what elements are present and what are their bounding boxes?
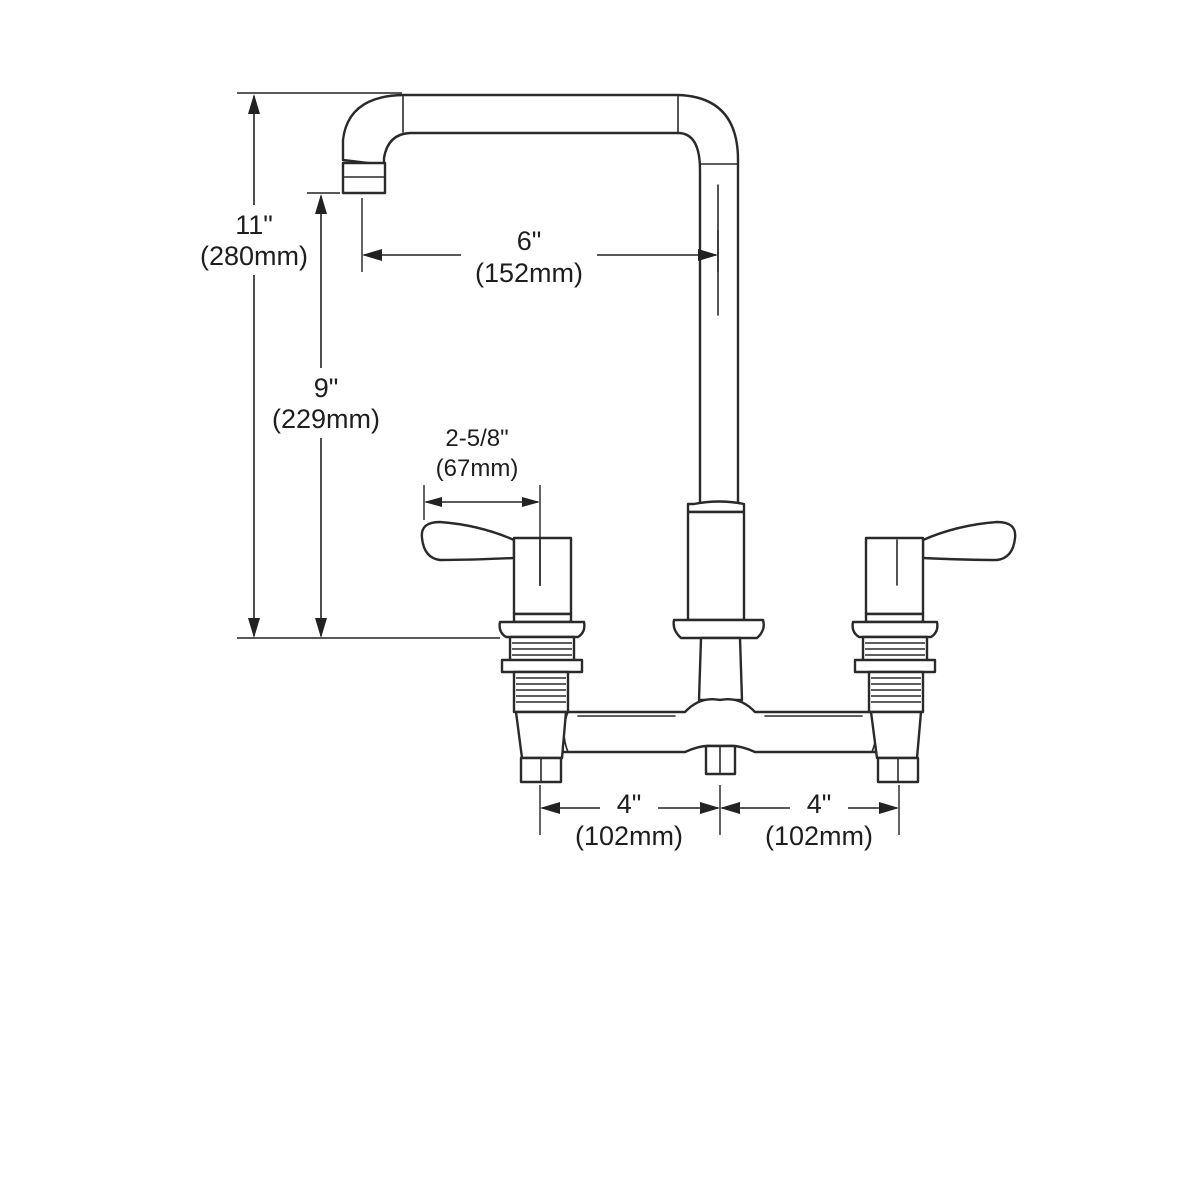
handle-length-metric: (67mm) [436, 455, 519, 482]
spout-height-imperial: 9" [314, 373, 339, 403]
left-handle-valve [420, 520, 586, 784]
spout-reach-dimension: 6" (152mm) [362, 226, 718, 288]
left-spacing-metric: (102mm) [575, 821, 683, 851]
right-lever-handle [921, 520, 1017, 562]
spout-reach-imperial: 6" [517, 226, 542, 256]
spout-height-metric: (229mm) [272, 404, 380, 434]
left-spacing-imperial: 4" [617, 789, 642, 819]
overall-height-imperial: 11" [235, 210, 273, 240]
overall-height-dimension: 11" (280mm) [190, 94, 318, 638]
spout-reach-metric: (152mm) [475, 258, 583, 288]
aerator [341, 161, 387, 195]
right-spacing-dimension: 4" (102mm) [720, 788, 899, 851]
right-handle-valve [851, 520, 1017, 784]
handle-length-imperial: 2-5/8" [445, 425, 508, 452]
right-spacing-metric: (102mm) [765, 821, 873, 851]
spout-tube [341, 93, 740, 507]
left-spacing-dimension: 4" (102mm) [540, 788, 720, 851]
right-spacing-imperial: 4" [807, 789, 832, 819]
spout-height-dimension: 9" (229mm) [262, 194, 388, 638]
bridge-connector [550, 698, 886, 754]
spout-base [686, 500, 746, 514]
handle-length-dimension: 2-5/8" (67mm) [424, 425, 540, 507]
overall-height-metric: (280mm) [200, 241, 308, 271]
left-lever-handle [420, 520, 516, 562]
